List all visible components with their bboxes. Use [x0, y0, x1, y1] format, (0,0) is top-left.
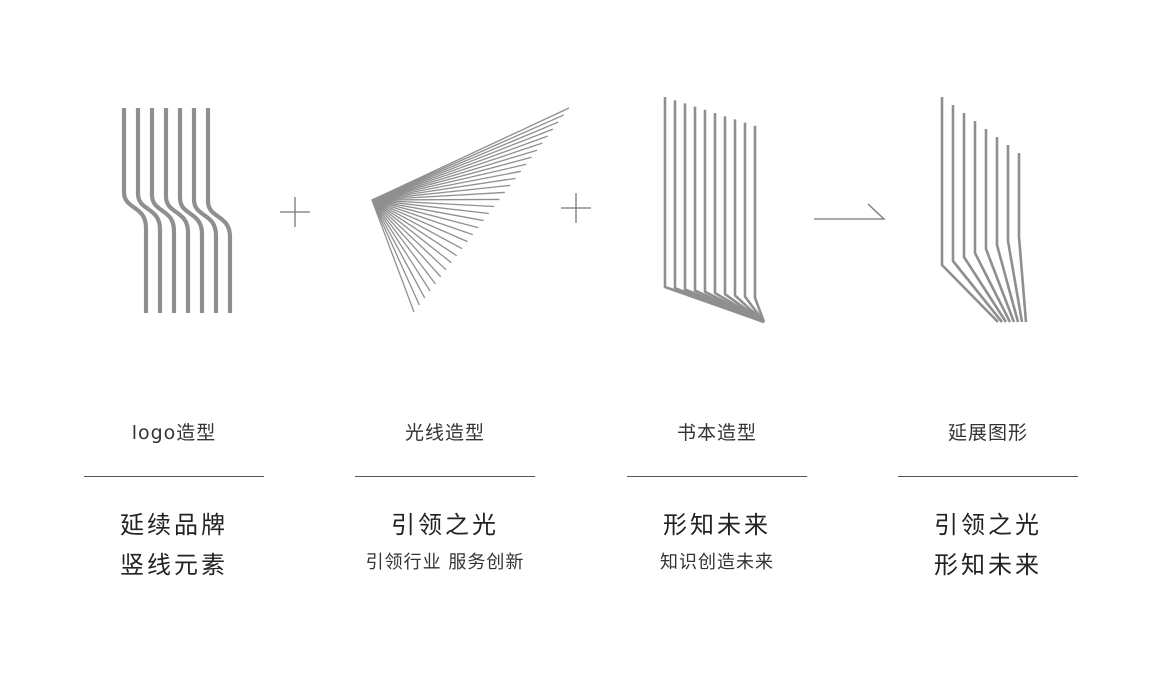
light-ray	[371, 199, 420, 306]
light-ray	[371, 199, 442, 278]
light-ray	[371, 199, 436, 285]
extended-line	[973, 121, 1012, 323]
logo-stripe	[191, 108, 219, 313]
light-ray	[371, 199, 495, 208]
light-fan-icon	[371, 107, 570, 313]
light-ray	[371, 121, 559, 201]
light-ray	[371, 199, 474, 236]
light-ray	[371, 198, 500, 201]
plus-icon	[280, 197, 310, 227]
extended-line	[1006, 145, 1024, 323]
light-ray	[371, 142, 543, 201]
column-label: 书本造型	[676, 422, 757, 444]
light-ray	[371, 107, 570, 201]
light-ray	[371, 199, 452, 264]
book-page-line	[703, 109, 765, 324]
book-page-line	[713, 113, 765, 324]
column-label: 光线造型	[404, 422, 485, 444]
divider-line	[627, 476, 807, 477]
extended-line	[1017, 153, 1028, 323]
logo-shape-icon	[121, 108, 233, 313]
logo-stripe	[163, 108, 191, 313]
book-page-line	[743, 122, 766, 323]
light-ray	[371, 128, 554, 201]
column-book: 书本造型 形知未来 知识创造未来	[627, 418, 807, 577]
column-logo: logo造型 延续品牌 竖线元素	[84, 418, 264, 583]
light-ray	[371, 199, 484, 222]
column-title: 引领之光	[934, 511, 1042, 539]
light-ray	[371, 199, 415, 313]
arrow-right-icon	[814, 203, 886, 220]
light-ray	[371, 199, 431, 292]
logo-stripe	[205, 108, 233, 313]
column-subtitle: 引领行业 服务创新	[365, 552, 525, 573]
light-ray	[371, 199, 463, 250]
book-page-line	[733, 119, 765, 323]
divider-line	[355, 476, 535, 477]
light-ray	[371, 170, 522, 201]
extended-line	[962, 113, 1008, 323]
column-light: 光线造型 引领之光 引领行业 服务创新	[355, 418, 535, 577]
logo-stripe	[177, 108, 205, 313]
column-title: 延续品牌	[120, 511, 228, 539]
column-label: 延展图形	[947, 422, 1028, 444]
column-title: 形知未来	[663, 511, 771, 539]
plus-icon	[561, 193, 591, 223]
light-ray	[371, 156, 532, 201]
column-subtitle: 知识创造未来	[660, 552, 774, 573]
light-ray	[371, 135, 548, 201]
extended-line	[995, 137, 1020, 323]
column-extended: 延展图形 引领之光 形知未来	[898, 418, 1078, 583]
light-ray	[371, 199, 426, 299]
column-label: logo造型	[131, 422, 217, 444]
light-ray	[371, 199, 447, 271]
extended-line	[984, 129, 1016, 323]
light-ray	[371, 199, 479, 229]
extended-line	[951, 105, 1004, 323]
column-subtitle: 形知未来	[934, 551, 1042, 579]
light-ray	[371, 184, 511, 201]
book-page-line	[723, 116, 765, 324]
light-ray	[371, 114, 564, 201]
column-title: 引领之光	[391, 511, 499, 539]
logo-stripe	[135, 108, 163, 313]
logo-stripe	[149, 108, 177, 313]
light-ray	[371, 149, 538, 201]
divider-line	[898, 476, 1078, 477]
book-shape-icon	[663, 97, 766, 324]
light-ray	[371, 199, 489, 215]
light-ray	[371, 199, 458, 257]
book-page-line	[753, 125, 766, 323]
light-ray	[371, 163, 527, 201]
book-page-line	[673, 100, 765, 324]
column-subtitle: 竖线元素	[120, 551, 228, 579]
logo-stripe	[121, 108, 149, 313]
extended-graphic-icon	[940, 97, 1028, 323]
divider-line	[84, 476, 264, 477]
light-ray	[371, 191, 505, 201]
light-ray	[371, 199, 468, 243]
extended-line	[940, 97, 999, 323]
light-ray	[371, 177, 516, 201]
